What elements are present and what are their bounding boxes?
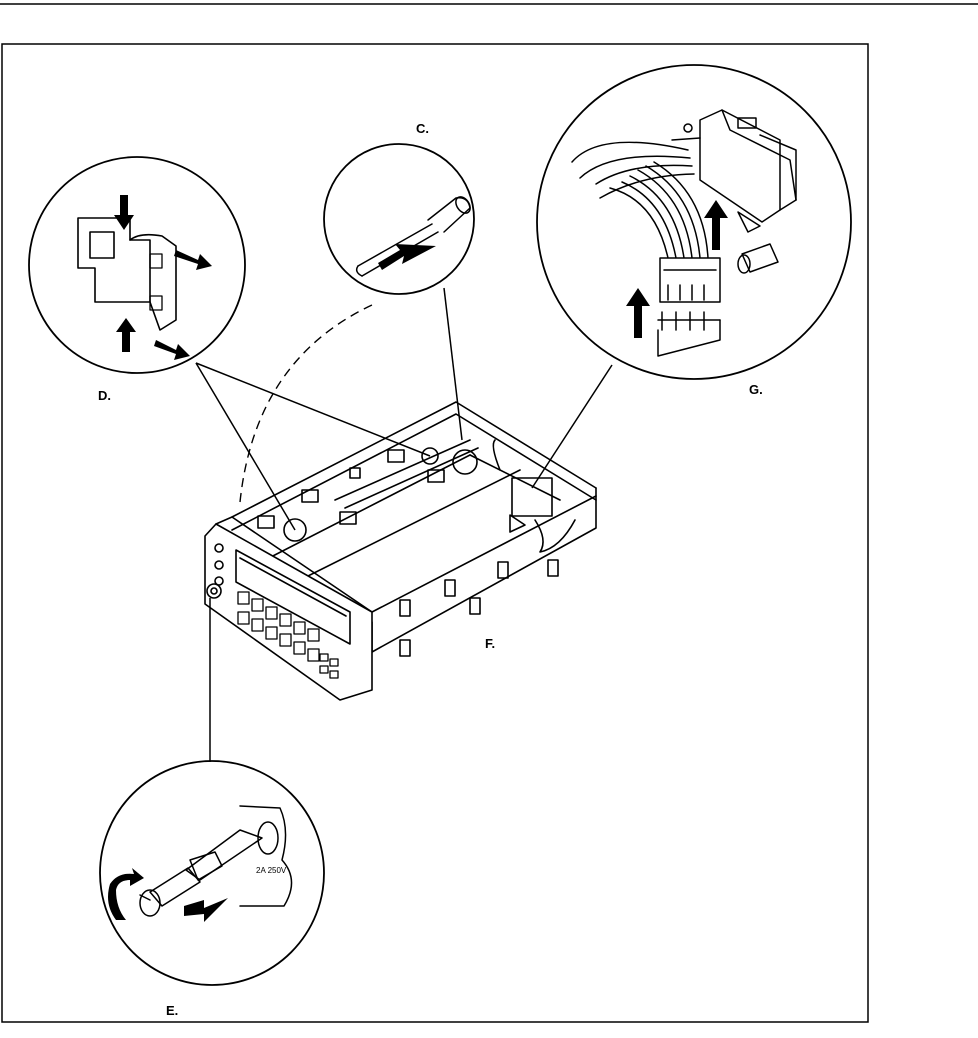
leader-dashed <box>240 305 372 502</box>
detail-c-circle <box>324 144 474 294</box>
detail-d-circle <box>29 157 245 373</box>
front-panel <box>205 517 372 700</box>
callout-f: F. <box>485 636 495 651</box>
leader-c <box>444 288 462 440</box>
detail-g-circle <box>537 65 851 379</box>
fuse-marking: 2A 250V <box>256 866 287 875</box>
leader-g <box>532 365 612 488</box>
leader-d-1 <box>196 363 295 530</box>
callout-c: C. <box>416 121 429 136</box>
callout-g: G. <box>749 382 763 397</box>
callout-d: D. <box>98 388 111 403</box>
callout-e: E. <box>166 1003 178 1018</box>
leader-d-2 <box>196 363 430 456</box>
